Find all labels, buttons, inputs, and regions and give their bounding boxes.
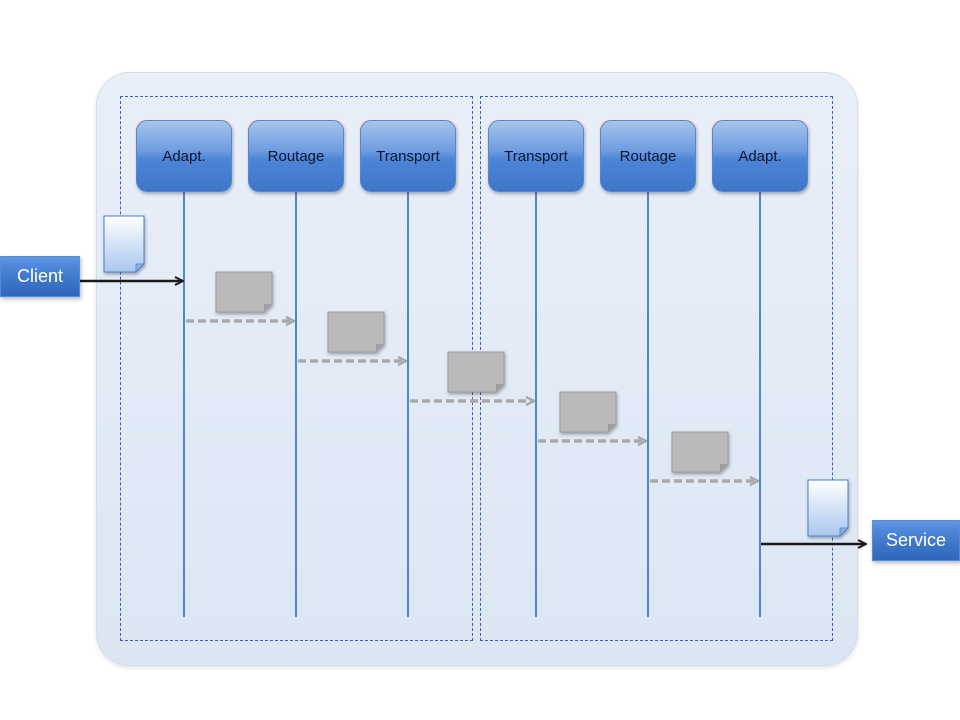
actor-transport-right: Transport: [488, 120, 584, 192]
gray-document-icon-1: [215, 271, 273, 313]
gray-document-icon-3: [447, 351, 505, 393]
gray-document-icon-4: [559, 391, 617, 433]
actor-adapt-left: Adapt.: [136, 120, 232, 192]
blue-document-icon-client: [103, 215, 145, 273]
blue-document-icon-service: [807, 479, 849, 537]
gray-document-icon-5: [671, 431, 729, 473]
actor-routage-right: Routage: [600, 120, 696, 192]
client-box: Client: [0, 256, 80, 297]
service-box: Service: [872, 520, 960, 561]
actor-routage-left: Routage: [248, 120, 344, 192]
gray-document-icon-2: [327, 311, 385, 353]
actor-transport-left: Transport: [360, 120, 456, 192]
actor-adapt-right: Adapt.: [712, 120, 808, 192]
